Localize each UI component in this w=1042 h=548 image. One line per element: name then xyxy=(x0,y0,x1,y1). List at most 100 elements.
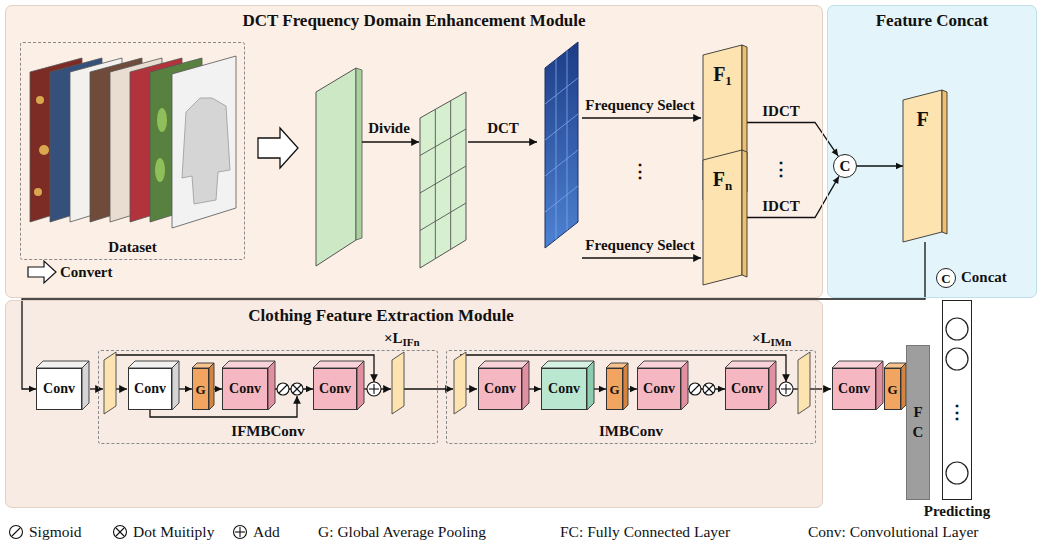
image-plane-side xyxy=(356,68,362,240)
cube-side xyxy=(82,361,89,410)
arrowhead xyxy=(185,386,192,392)
grid-line xyxy=(545,186,578,212)
flow-arrow xyxy=(362,141,419,142)
module-panel: Feature ConcatC F C xyxy=(827,5,1037,298)
feature-map: Fn xyxy=(703,150,747,285)
feature-maps xyxy=(104,352,810,414)
cube-top xyxy=(313,361,364,368)
cube-side xyxy=(587,361,594,410)
connector-label: IDCT xyxy=(762,103,800,120)
cube-side xyxy=(357,361,364,410)
grid-line xyxy=(545,78,578,104)
block-group: Dataset xyxy=(20,42,245,260)
feature-map xyxy=(454,352,466,414)
conv-layer: Conv xyxy=(832,368,876,410)
conv-layer: Conv xyxy=(313,368,357,410)
pattern-dot xyxy=(34,188,42,196)
legend-symbol-ring xyxy=(234,526,247,539)
arrowhead xyxy=(599,386,606,392)
module-panel: Clothing Feature Extraction ModuleConvIF… xyxy=(5,300,823,508)
group-label: IFMBConv xyxy=(231,422,304,443)
flow-arrow xyxy=(466,388,477,389)
legend-symbol-mark xyxy=(239,527,240,537)
layer-label: Conv xyxy=(731,382,763,396)
fc-layer: F C xyxy=(906,345,930,500)
feature-map-side xyxy=(742,150,747,277)
legend-note: Conv: Convolutional Layer xyxy=(808,523,978,541)
layer-label: Conv xyxy=(548,382,580,396)
feature-map: F xyxy=(903,90,947,242)
conv-layer: Conv xyxy=(36,368,82,410)
flow-arrows xyxy=(90,118,831,417)
legend-item: Sigmoid xyxy=(8,523,82,541)
group-label: Dataset xyxy=(108,238,156,259)
flow-arrow xyxy=(810,388,831,389)
flow-arrow xyxy=(90,388,103,389)
feature-map xyxy=(392,352,404,414)
output-layer: ⋮Predicting xyxy=(942,300,972,500)
legend-symbol xyxy=(112,524,128,540)
concat-circle: C xyxy=(833,154,857,178)
image-slab xyxy=(172,56,236,228)
conv-layer: Conv xyxy=(725,368,769,410)
cube-side xyxy=(522,361,529,410)
module-panel: DCT Frequency Domain Enhancement ModuleD… xyxy=(5,5,823,298)
panel-ground xyxy=(5,5,823,298)
arrowhead xyxy=(833,176,839,184)
arrowhead xyxy=(215,386,222,392)
multiply-symbol xyxy=(703,383,715,395)
cube-top xyxy=(128,361,179,368)
dataset-images xyxy=(30,56,236,228)
cube-top xyxy=(36,361,89,368)
image-plane xyxy=(316,68,356,266)
pattern-dot xyxy=(36,96,44,104)
neuron xyxy=(946,348,968,370)
concat-circle: C xyxy=(936,268,956,288)
conv-layer: Conv xyxy=(128,368,172,410)
layer-label: Conv xyxy=(838,382,870,396)
layer-label: Conv xyxy=(484,382,516,396)
step-label: ⋮ xyxy=(772,158,790,180)
grid-line xyxy=(545,150,578,176)
grid-line xyxy=(420,203,466,231)
feature-map-side xyxy=(942,90,947,234)
layer-label: G xyxy=(609,383,619,396)
cube-side xyxy=(769,361,776,410)
cube-top xyxy=(222,361,275,368)
legend-symbol-ring xyxy=(10,526,23,539)
step-label: Convert xyxy=(60,264,113,281)
sigmoid-symbol xyxy=(691,385,699,393)
block-group: IMBConvConvConvGConvConv xyxy=(446,350,816,444)
cube-side xyxy=(268,361,275,410)
legend-text: Sigmoid xyxy=(29,523,82,541)
leaf-shape xyxy=(157,108,167,132)
feature-map-shape xyxy=(703,150,747,285)
legend-item: Add xyxy=(232,523,280,541)
feature-name: F xyxy=(713,63,725,85)
grid-line xyxy=(545,114,578,140)
layer-label: Conv xyxy=(134,382,166,396)
cube-side xyxy=(172,361,179,410)
cube-top xyxy=(541,361,594,368)
conv-layer: Conv xyxy=(541,368,587,410)
module-title: Feature Concat xyxy=(828,11,1036,31)
pooling-layer: G xyxy=(192,368,209,410)
cube-top xyxy=(478,361,529,368)
connector xyxy=(857,163,903,169)
grid-line xyxy=(420,129,466,156)
convert-arrow xyxy=(258,128,298,168)
step-label: IFn xyxy=(403,336,420,349)
feature-subscript: 1 xyxy=(725,73,732,88)
layer-label: G xyxy=(887,383,897,396)
step-label: ×L xyxy=(752,330,771,347)
multiply-symbol xyxy=(293,385,301,393)
sigmoid-symbol xyxy=(279,385,287,393)
flow-arrow xyxy=(582,257,701,258)
layer-label: Conv xyxy=(229,382,261,396)
connector-label: IDCT xyxy=(762,198,800,215)
legend-symbol-mark xyxy=(116,528,124,536)
legend-text: Dot Muitiply xyxy=(133,523,214,541)
convert-arrow xyxy=(28,261,56,283)
hoodie-shape xyxy=(182,98,230,204)
